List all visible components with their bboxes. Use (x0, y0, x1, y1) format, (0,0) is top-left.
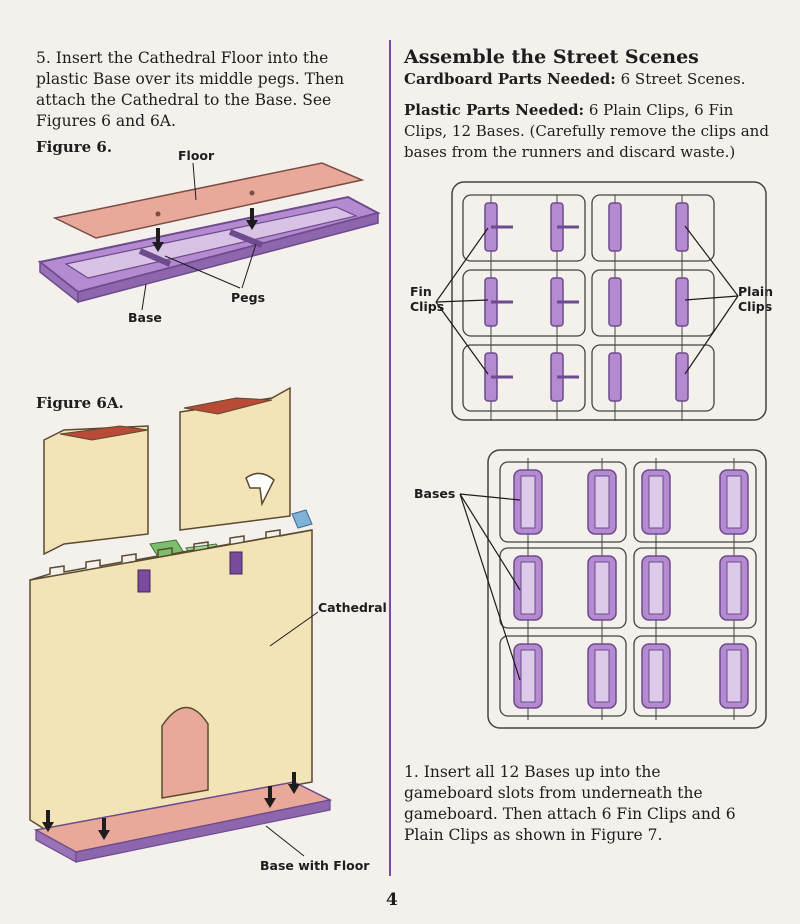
clip-runner-cell (591, 344, 715, 412)
plain-clip (675, 202, 689, 252)
base-runner-cell (499, 635, 627, 717)
plastic-base-slot (520, 475, 536, 529)
plastic-base-slot (726, 649, 742, 703)
fin-clips-leader (435, 227, 489, 303)
figure-6-title: Figure 6. (36, 138, 113, 156)
plastic-base-slot (594, 561, 610, 615)
clip-runner-cell (591, 194, 715, 262)
base-runner-cell (633, 635, 757, 717)
cardboard-parts-value: 6 Street Scenes. (620, 70, 746, 88)
plastic-parts-paragraph: Plastic Parts Needed: 6 Plain Clips, 6 F… (404, 100, 774, 163)
street-scenes-heading: Assemble the Street Scenes (404, 46, 699, 68)
clip-runner-cell (591, 269, 715, 337)
plain-clip (608, 352, 622, 402)
floor-label: Floor (178, 148, 215, 163)
page-number: 4 (386, 890, 398, 910)
bases-label: Bases (414, 486, 456, 501)
cardboard-parts-label: Cardboard Parts Needed: (404, 70, 616, 88)
base-runner-cell (499, 461, 627, 543)
plain-clips-leader (684, 225, 739, 297)
plastic-parts-label: Plastic Parts Needed: (404, 101, 585, 119)
plain-clip (675, 277, 689, 327)
clip-runner-cell (462, 194, 586, 262)
plastic-base-slot (726, 475, 742, 529)
base-label: Base (128, 310, 162, 325)
cathedral-label: Cathedral (318, 600, 387, 615)
bases-leader (459, 493, 521, 681)
plastic-base-slot (594, 649, 610, 703)
plastic-base-slot (648, 475, 664, 529)
fin-clips-leader (435, 301, 489, 375)
plastic-base-slot (648, 649, 664, 703)
base-runner-cell (633, 461, 757, 543)
step-5-text: 5. Insert the Cathedral Floor into the p… (36, 49, 345, 130)
bases-leader (459, 493, 521, 591)
base-runner-cell (499, 547, 627, 629)
plastic-base-slot (520, 561, 536, 615)
clip-runner-cell (462, 344, 586, 412)
column-divider (389, 40, 391, 876)
base-runner-frame (487, 449, 767, 729)
base-runner-cell (633, 547, 757, 629)
plain-clip (608, 277, 622, 327)
plastic-parts-value: 6 Plain Clips, 6 Fin Clips, 12 Bases. (C… (404, 101, 769, 161)
plain-clips-leader (684, 295, 739, 301)
figure-6a-title: Figure 6A. (36, 394, 124, 412)
plain-clip (608, 202, 622, 252)
plain-clips-leader (684, 295, 739, 375)
plain-clip (675, 352, 689, 402)
plastic-base-slot (648, 561, 664, 615)
plastic-base-slot (726, 561, 742, 615)
plastic-base-slot (520, 649, 536, 703)
bases-leader (459, 493, 521, 501)
step-1-text: 1. Insert all 12 Bases up into the gameb… (404, 763, 736, 844)
plastic-base-slot (594, 475, 610, 529)
pegs-label: Pegs (231, 290, 266, 305)
clip-runner-cell (462, 269, 586, 337)
fin-clips-leader (435, 299, 489, 303)
cardboard-parts-line: Cardboard Parts Needed: 6 Street Scenes. (404, 70, 746, 88)
base-with-floor-label: Base with Floor (260, 858, 370, 873)
